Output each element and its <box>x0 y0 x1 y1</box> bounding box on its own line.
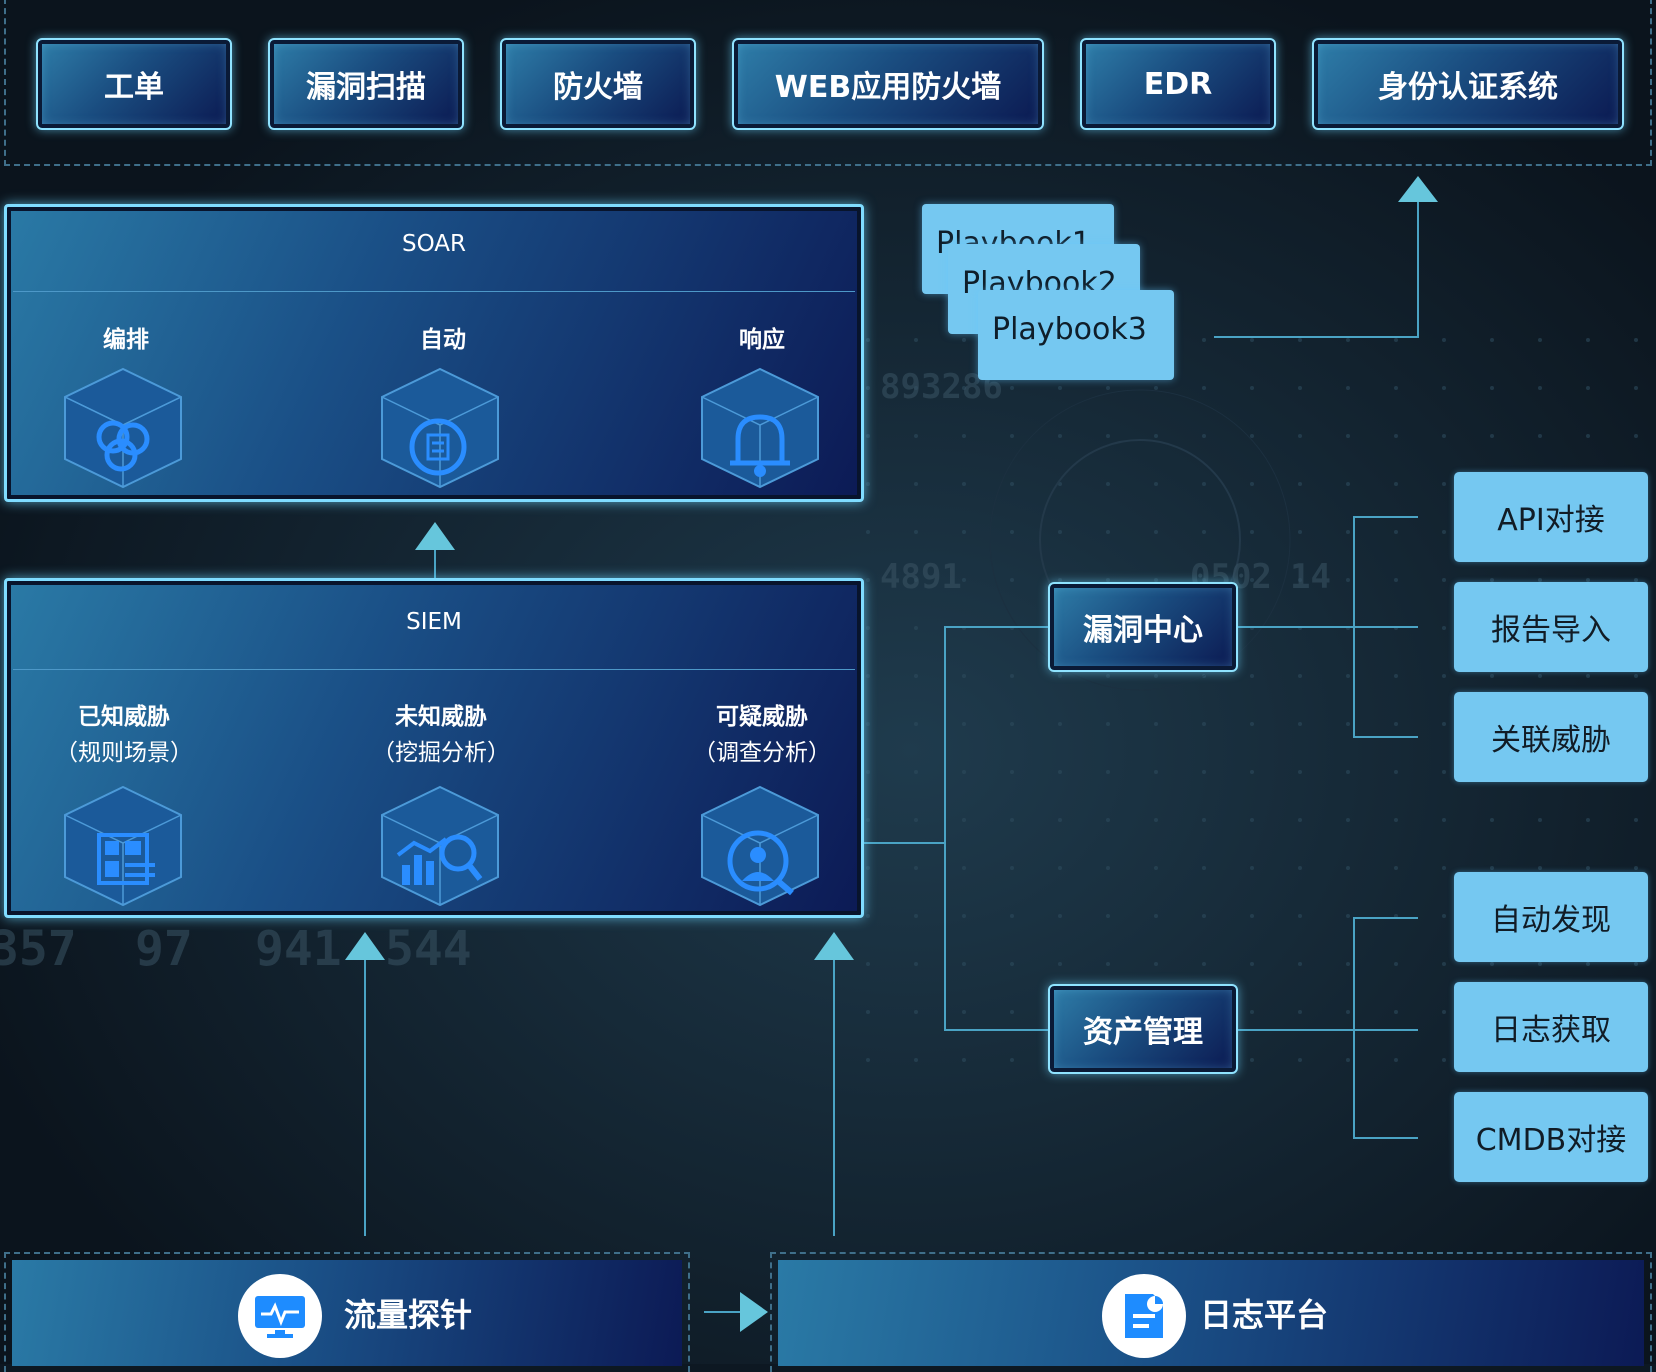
siem-col-label: 已知威胁 <box>78 704 170 730</box>
bg-digit: 14 <box>1290 557 1331 597</box>
bg-digit: 544 <box>385 921 472 977</box>
monitor-icon <box>238 1274 322 1358</box>
asset-source-auto-discover[interactable]: 自动发现 <box>1454 872 1648 962</box>
playbook-card[interactable]: Playbook3 <box>978 290 1174 380</box>
soar-col-label: 响应 <box>739 327 785 353</box>
soar-col-label: 自动 <box>420 327 466 353</box>
rules-grid-icon[interactable] <box>63 785 183 907</box>
traffic-probe-label: 流量探针 <box>344 1296 473 1334</box>
siem-col-sublabel: （挖掘分析） <box>372 740 510 766</box>
bg-digit: 941 <box>255 921 342 977</box>
soar-divider <box>13 291 855 292</box>
soar-panel: SOAR 编排 自动 响应 <box>4 204 864 502</box>
soar-col-label: 编排 <box>103 327 149 353</box>
bell-icon[interactable] <box>700 367 820 489</box>
document-icon <box>1102 1274 1186 1358</box>
log-platform-bar[interactable]: 日志平台 <box>778 1260 1644 1366</box>
bg-digit: 97 <box>135 921 193 977</box>
siem-col-label: 未知威胁 <box>395 704 487 730</box>
traffic-probe-zone: 流量探针 <box>4 1252 690 1372</box>
vuln-source-api[interactable]: API对接 <box>1454 472 1648 562</box>
bg-digit: 4891 <box>880 557 962 597</box>
siem-divider <box>13 669 855 670</box>
traffic-probe-bar[interactable]: 流量探针 <box>12 1260 682 1366</box>
siem-panel: SIEM 已知威胁 （规则场景） 未知威胁 （挖掘分析） 可疑威胁 （调查分析） <box>4 578 864 918</box>
orchestration-icon[interactable] <box>63 367 183 489</box>
siem-title: SIEM <box>406 609 462 635</box>
system-waf-button[interactable]: WEB应用防火墙 <box>732 38 1044 130</box>
log-platform-zone: 日志平台 <box>770 1252 1652 1372</box>
asset-management-button[interactable]: 资产管理 <box>1048 984 1238 1074</box>
bg-digit: 357 <box>0 921 77 977</box>
vuln-source-report-import[interactable]: 报告导入 <box>1454 582 1648 672</box>
investigation-icon[interactable] <box>700 785 820 907</box>
asset-source-cmdb[interactable]: CMDB对接 <box>1454 1092 1648 1182</box>
vuln-center-button[interactable]: 漏洞中心 <box>1048 582 1238 672</box>
system-edr-button[interactable]: EDR <box>1080 38 1276 130</box>
siem-col-label: 可疑威胁 <box>716 704 808 730</box>
automation-icon[interactable] <box>380 367 500 489</box>
log-platform-label: 日志平台 <box>1200 1296 1329 1334</box>
vuln-source-related-threat[interactable]: 关联威胁 <box>1454 692 1648 782</box>
data-mining-icon[interactable] <box>380 785 500 907</box>
system-iam-button[interactable]: 身份认证系统 <box>1312 38 1624 130</box>
system-ticket-button[interactable]: 工单 <box>36 38 232 130</box>
system-firewall-button[interactable]: 防火墙 <box>500 38 696 130</box>
siem-col-sublabel: （调查分析） <box>693 740 831 766</box>
soar-title: SOAR <box>401 231 466 257</box>
system-vuln-scan-button[interactable]: 漏洞扫描 <box>268 38 464 130</box>
siem-col-sublabel: （规则场景） <box>55 740 193 766</box>
integration-zone <box>4 0 1652 166</box>
asset-source-log[interactable]: 日志获取 <box>1454 982 1648 1072</box>
